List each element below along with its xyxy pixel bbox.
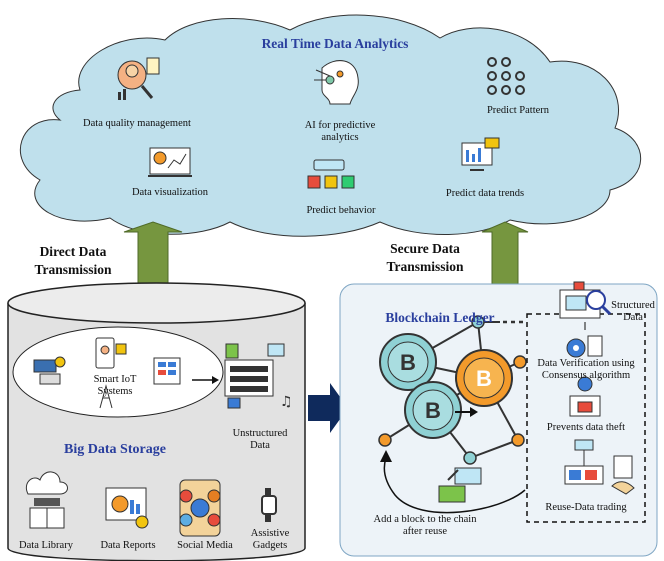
reuse-return-arrow — [383, 457, 526, 514]
direct-transmission-arrow — [123, 221, 183, 299]
theft-prevention-icon — [569, 376, 601, 417]
behavior-label: Predict behavior — [306, 205, 376, 216]
add-block-label-line1: Add a block to the chain — [373, 514, 477, 525]
verification-gear-icon — [566, 335, 603, 358]
direct-transmission-label-1: Direct Data — [39, 244, 107, 259]
trading-label: Reuse-Data trading — [545, 502, 627, 513]
direct-transmission-label-2: Transmission — [34, 262, 112, 277]
bitcoin-coin-teal-bottom: B — [404, 381, 462, 439]
trends-label: Predict data trends — [445, 188, 525, 199]
iot-label-line1: Smart IoT — [93, 374, 137, 385]
iot-phone-icon — [95, 337, 127, 369]
reuse-chain-icon — [438, 467, 482, 503]
chain-nodes — [378, 315, 527, 465]
structured-label-line2: Data — [623, 312, 643, 323]
trading-icon — [564, 439, 604, 485]
ai-label-line2: analytics — [321, 132, 359, 143]
data-quality-icon — [117, 57, 160, 100]
unstructured-label-line1: Unstructured — [232, 428, 288, 439]
bitcoin-coin-orange: B — [455, 349, 513, 407]
secure-transmission-label-2: Transmission — [386, 259, 464, 274]
cloud-title: Real Time Data Analytics — [261, 36, 409, 51]
reports-label: Data Reports — [100, 540, 156, 551]
iot-solar-icon — [33, 356, 66, 385]
data-library-icon — [26, 471, 68, 529]
to-blockchain-arrow — [308, 383, 348, 433]
verification-label-line1: Data Verification using — [537, 358, 635, 369]
ai-label-line1: AI for predictive — [304, 120, 376, 131]
bitcoin-coin-teal-top: B — [379, 333, 437, 391]
smartwatch-icon — [261, 488, 277, 522]
data-visualization-icon — [148, 147, 192, 177]
handshake-icon — [611, 455, 635, 495]
iot-server-icon — [153, 357, 181, 385]
reuse-arrowhead — [380, 450, 392, 462]
svg-text:B: B — [476, 366, 492, 391]
data-reports-icon — [105, 487, 149, 529]
iot-arrowhead — [212, 376, 219, 384]
structured-data-icon — [559, 281, 612, 319]
library-label: Data Library — [19, 540, 73, 551]
ai-head-icon — [314, 60, 359, 105]
add-block-label-line2: after reuse — [402, 526, 447, 537]
trends-icon — [461, 137, 500, 171]
arrow-right-small-icon — [455, 407, 478, 417]
svg-text:B: B — [400, 350, 416, 375]
verification-label-line2: Consensus algorithm — [541, 370, 631, 381]
unstructured-server-icon: ♫ — [224, 343, 293, 410]
iot-tower-icon — [99, 384, 113, 409]
svg-text:♫: ♫ — [280, 394, 293, 410]
secure-transmission-label-1: Secure Data — [390, 241, 460, 256]
blockchain-title: Blockchain Ledger — [385, 310, 495, 325]
theft-label: Prevents data theft — [546, 422, 626, 433]
visualization-label: Data visualization — [131, 187, 209, 198]
behavior-icon — [307, 159, 355, 189]
social-media-icon — [179, 479, 221, 537]
structured-label-line1: Structured — [611, 300, 655, 311]
svg-text:B: B — [425, 398, 441, 423]
social-label: Social Media — [177, 540, 233, 551]
analytics-cloud — [19, 14, 642, 237]
iot-label-line2: Systems — [97, 386, 133, 397]
quality-label: Data quality management — [83, 118, 191, 129]
unstructured-label-line2: Data — [250, 440, 270, 451]
gadgets-label-line2: Gadgets — [252, 540, 288, 551]
secure-transmission-arrow — [481, 221, 529, 303]
pattern-label: Predict Pattern — [486, 105, 550, 116]
pattern-icon — [487, 57, 525, 95]
storage-title: Big Data Storage — [64, 442, 166, 457]
gadgets-label-line1: Assistive — [250, 528, 290, 539]
